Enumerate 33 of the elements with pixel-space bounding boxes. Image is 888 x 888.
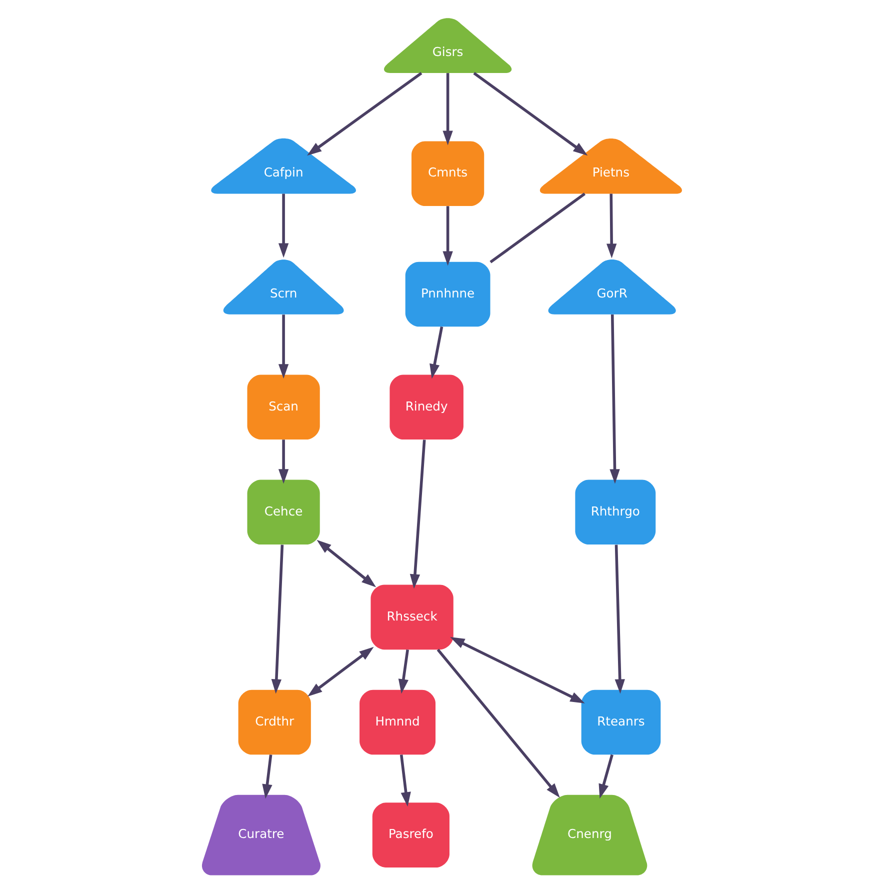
arrow [598, 754, 614, 799]
arrow [278, 194, 289, 258]
arrow [262, 754, 272, 799]
arrow [450, 637, 585, 704]
arrow [410, 440, 426, 589]
arrow [442, 206, 453, 266]
node-box: Scan [247, 374, 320, 440]
arrow [271, 544, 284, 694]
arrow [278, 440, 289, 484]
node-box: Rinedy [390, 374, 464, 440]
arrow [400, 754, 411, 807]
arrow [398, 650, 409, 694]
node-box: Rhsseck [370, 584, 454, 650]
arrow [614, 544, 625, 694]
node-box: Cmnts [412, 141, 484, 206]
arrow [610, 314, 620, 484]
connector [490, 192, 586, 264]
node-box: Hmnnd [360, 690, 436, 755]
arrow [307, 72, 422, 156]
arrow [606, 194, 617, 258]
arrow [473, 72, 588, 156]
node-box: Pnnhnne [405, 262, 490, 327]
arrow [442, 73, 453, 146]
node-box: Crdthr [238, 690, 311, 755]
arrow [436, 648, 560, 798]
node-box: Rhthrgo [575, 480, 656, 545]
arrow [308, 646, 374, 696]
arrow [316, 540, 376, 588]
arrow [430, 326, 444, 379]
arrow [278, 314, 289, 379]
node-box: Rteanrs [581, 690, 661, 755]
node-box: Cehce [247, 480, 320, 545]
node-box: Pasrefo [372, 802, 450, 868]
